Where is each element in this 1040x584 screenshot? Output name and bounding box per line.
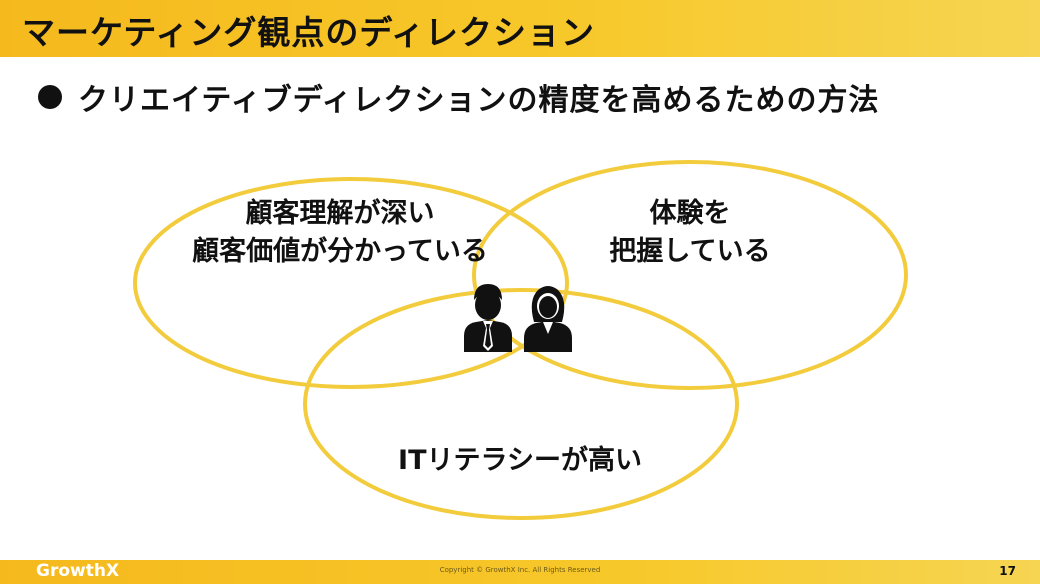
circle-customer-understanding bbox=[133, 177, 569, 389]
label-experience: 体験を 把握している bbox=[560, 195, 820, 271]
label-customer-line1: 顧客理解が深い bbox=[245, 198, 435, 229]
circle-it-literacy bbox=[303, 288, 739, 520]
bullet-dot-icon bbox=[38, 85, 62, 109]
label-customer-line2: 顧客価値が分かっている bbox=[192, 236, 488, 267]
title-bar: マーケティング観点のディレクション bbox=[0, 0, 1040, 57]
label-it-literacy: ITリテラシーが高い bbox=[330, 442, 710, 480]
growthx-logo: GrowthX bbox=[36, 561, 120, 581]
slide-title: マーケティング観点のディレクション bbox=[22, 13, 596, 52]
bullet-row: クリエイティブディレクションの精度を高めるための方法 bbox=[38, 74, 880, 120]
label-experience-line2: 把握している bbox=[609, 236, 771, 267]
label-it-literacy-line1: ITリテラシーが高い bbox=[398, 445, 642, 476]
label-experience-line1: 体験を bbox=[649, 198, 731, 229]
copyright-text: Copyright © GrowthX Inc. All Rights Rese… bbox=[439, 566, 601, 574]
business-people-icon bbox=[464, 284, 572, 352]
circle-experience bbox=[472, 160, 908, 390]
businesswoman-icon bbox=[524, 286, 572, 352]
page-number: 17 bbox=[999, 564, 1016, 578]
businessman-icon bbox=[464, 284, 512, 352]
bullet-text: クリエイティブディレクションの精度を高めるための方法 bbox=[78, 83, 880, 118]
footer-bar: GrowthX Copyright © GrowthX Inc. All Rig… bbox=[0, 560, 1040, 584]
label-customer-understanding: 顧客理解が深い 顧客価値が分かっている bbox=[150, 195, 530, 271]
